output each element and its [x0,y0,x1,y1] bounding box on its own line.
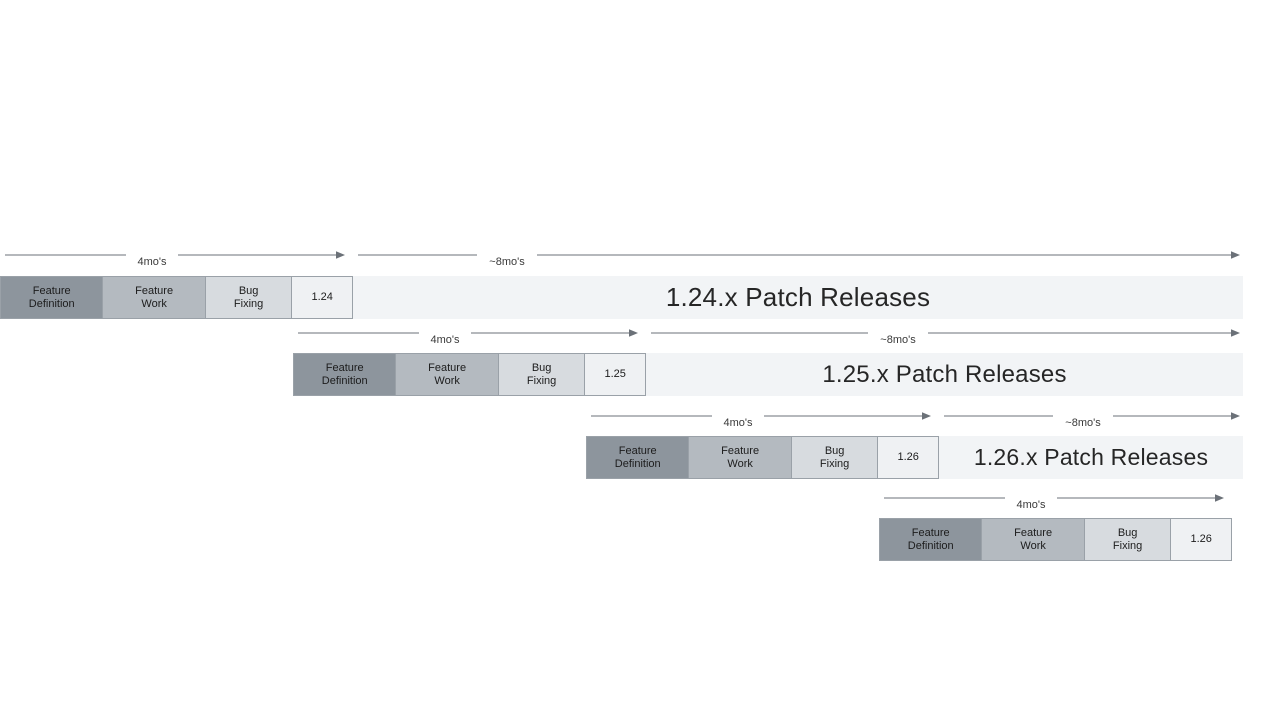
phase-bug-fixing-release-1-24-line2: Fixing [233,297,264,310]
duration-arrows-release-1-26-next: 4mo's [0,493,1280,515]
phase-bug-fixing-release-1-25-line2: Fixing [526,374,557,387]
phase-feature-work-release-1-26-next-line2: Work [1020,539,1046,552]
short-arrow-right-release-1-24-svg [178,251,345,259]
phase-feature-definition-release-1-24-line1: Feature [32,285,71,298]
long-duration-label-release-1-25: ~8mo's [880,334,916,346]
phase-bug-fixing-release-1-26-next-line2: Fixing [1112,539,1143,552]
phase-feature-work-release-1-26-next-line1: Feature [1014,527,1053,540]
short-duration-label-release-1-24: 4mo's [137,256,167,268]
short-arrow-right-release-1-25 [471,328,638,338]
version-chip-release-1-26[interactable]: 1.26 [878,437,939,478]
long-duration-label-release-1-24: ~8mo's [489,256,525,268]
phase-feature-work-release-1-26-line1: Feature [721,445,760,458]
long-arrow-left-release-1-24 [358,250,477,260]
patch-release-bar-release-1-26: 1.26.x Patch Releases [939,436,1243,479]
long-arrow-left-release-1-25 [651,328,868,338]
short-arrow-right-release-1-25-svg [471,329,638,337]
long-arrow-right-release-1-24-svg [537,251,1240,259]
short-arrow-right-release-1-24 [178,250,345,260]
patch-release-bar-release-1-24: 1.24.x Patch Releases [353,276,1243,319]
short-duration-label-release-1-25: 4mo's [430,334,460,346]
patch-release-bar-release-1-25: 1.25.x Patch Releases [646,353,1243,396]
phase-feature-definition-release-1-26-line1: Feature [618,445,657,458]
short-arrow-left-release-1-26-next [884,493,1005,503]
version-chip-release-1-26-next-text: 1.26 [1190,533,1212,546]
version-chip-release-1-25-text: 1.25 [604,368,626,381]
short-arrow-right-release-1-26-svg [764,412,931,420]
short-arrow-right-release-1-26-next [1057,493,1224,503]
phase-feature-work-release-1-25-line2: Work [434,374,460,387]
patch-release-label-release-1-24: 1.24.x Patch Releases [665,282,931,312]
phase-bug-fixing-release-1-25-line1: Bug [531,362,552,375]
phase-feature-work-release-1-25-line1: Feature [428,362,467,375]
short-arrow-left-release-1-24 [5,250,126,260]
long-arrow-left-release-1-24-svg [358,254,477,256]
version-chip-release-1-24-text: 1.24 [311,291,333,304]
phase-bug-fixing-release-1-26-line2: Fixing [819,457,850,470]
phase-feature-definition-release-1-25-line2: Definition [321,374,368,387]
short-arrow-left-release-1-26 [591,411,712,421]
long-arrow-left-release-1-25-svg [651,332,868,334]
short-arrow-left-release-1-24-svg [5,254,126,256]
short-duration-label-release-1-26-next: 4mo's [1016,499,1046,511]
phase-feature-work-release-1-26-line2: Work [727,457,753,470]
short-arrow-left-release-1-26-next-svg [884,497,1005,499]
patch-release-label-release-1-25: 1.25.x Patch Releases [822,360,1067,388]
long-duration-label-release-1-26: ~8mo's [1065,417,1101,429]
short-arrow-right-release-1-26-next-svg [1057,494,1224,502]
duration-arrows-release-1-26: 4mo's ~8mo's [0,411,1280,433]
phase-feature-definition-release-1-26-line2: Definition [614,457,661,470]
long-arrow-right-release-1-26 [1113,411,1240,421]
long-arrow-right-release-1-24 [537,250,1240,260]
phase-bug-fixing-release-1-26-next-line1: Bug [1117,527,1138,540]
phase-feature-definition-release-1-25-line1: Feature [325,362,364,375]
long-arrow-right-release-1-25-svg [928,329,1240,337]
patch-release-label-release-1-26: 1.26.x Patch Releases [973,444,1209,470]
version-chip-release-1-24[interactable]: 1.24 [292,277,353,318]
phase-feature-definition-release-1-26-next-line1: Feature [911,527,950,540]
phase-feature-work-release-1-24-line2: Work [141,297,167,310]
phase-bug-fixing-release-1-24-line1: Bug [238,285,259,298]
phase-feature-definition-release-1-26-next-line2: Definition [907,539,954,552]
phase-feature-work-release-1-24-line1: Feature [135,285,174,298]
short-arrow-left-release-1-25-svg [298,332,419,334]
duration-arrows-release-1-25: 4mo's ~8mo's [0,328,1280,350]
short-arrow-right-release-1-26 [764,411,931,421]
phase-feature-definition-release-1-24-line2: Definition [28,297,75,310]
short-duration-label-release-1-26: 4mo's [723,417,753,429]
version-chip-release-1-25[interactable]: 1.25 [585,354,646,395]
long-arrow-left-release-1-26-svg [944,415,1053,417]
version-chip-release-1-26-text: 1.26 [897,451,919,464]
phase-bug-fixing-release-1-26-line1: Bug [824,445,845,458]
long-arrow-left-release-1-26 [944,411,1053,421]
version-chip-release-1-26-next[interactable]: 1.26 [1171,519,1232,560]
short-arrow-left-release-1-26-svg [591,415,712,417]
long-arrow-right-release-1-26-svg [1113,412,1240,420]
short-arrow-left-release-1-25 [298,328,419,338]
long-arrow-right-release-1-25 [928,328,1240,338]
duration-arrows-release-1-24: 4mo's ~8mo's [0,250,1280,272]
